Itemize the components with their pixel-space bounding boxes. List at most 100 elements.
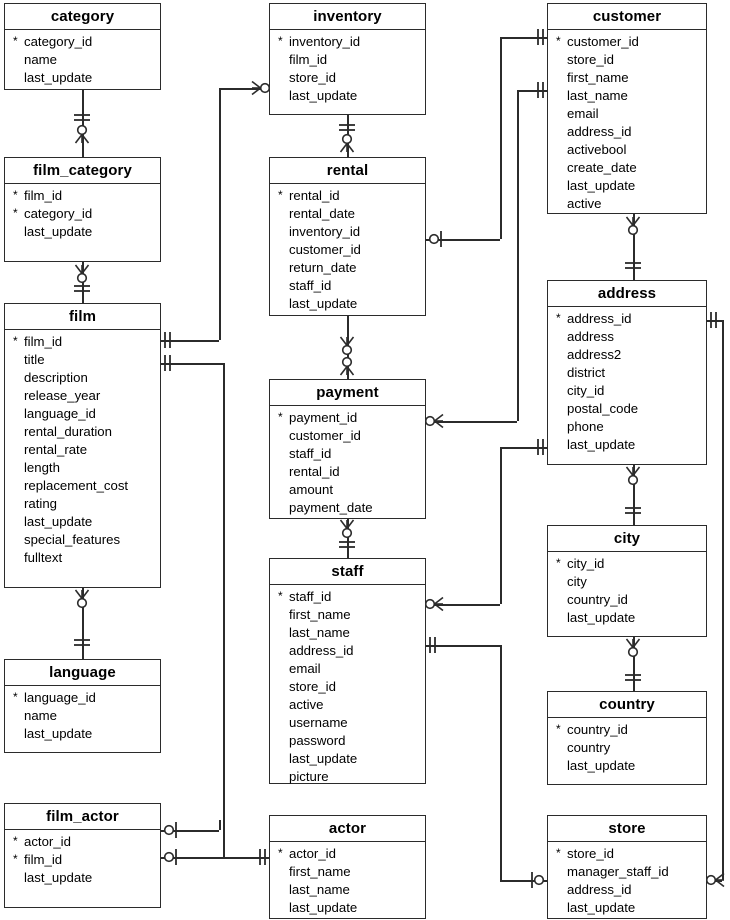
primary-key-star-icon: *	[556, 311, 561, 325]
primary-key-star-icon: *	[278, 188, 283, 202]
attribute-label: replacement_cost	[24, 478, 129, 493]
attribute-label: activebool	[567, 142, 627, 157]
connector-line-vertical	[633, 214, 635, 280]
attribute-last_name: last_name	[270, 624, 425, 642]
attribute-address2: address2	[548, 346, 706, 364]
attribute-description: description	[5, 369, 160, 387]
attribute-email: email	[270, 660, 425, 678]
attribute-amount: amount	[270, 481, 425, 499]
attribute-label: last_name	[567, 88, 628, 103]
attribute-label: last_update	[289, 900, 358, 915]
attribute-label: category_id	[24, 206, 93, 221]
attribute-label: description	[24, 370, 88, 385]
cardinality-one-city-address	[618, 499, 648, 529]
attribute-picture: picture	[270, 768, 425, 786]
cardinality-zero-many-address-city	[618, 459, 648, 489]
attribute-label: store_id	[567, 846, 614, 861]
primary-key-star-icon: *	[13, 34, 18, 48]
attribute-pk-film_id: *film_id	[5, 851, 160, 869]
attribute-label: store_id	[567, 52, 614, 67]
cardinality-zero-many-customer-address	[618, 209, 648, 239]
attribute-label: language_id	[24, 690, 96, 705]
entity-title-rental: rental	[270, 158, 425, 184]
attribute-label: last_update	[24, 870, 93, 885]
cardinality-zero-many-payment-rental	[332, 353, 362, 383]
primary-key-star-icon: *	[556, 34, 561, 48]
connector-film-filmactor-h1	[161, 363, 223, 365]
entity-title-inventory: inventory	[270, 4, 425, 30]
connector-address-store-h1	[707, 320, 722, 322]
connector-line-vertical	[633, 637, 635, 691]
attribute-label: fulltext	[24, 550, 63, 565]
attribute-pk-actor_id: *actor_id	[270, 845, 425, 863]
attribute-label: active	[289, 697, 324, 712]
connector-film-filmactor-h2	[161, 857, 223, 859]
attribute-pk-staff_id: *staff_id	[270, 588, 425, 606]
attribute-label: last_update	[567, 758, 636, 773]
attribute-pk-film_id: *film_id	[5, 333, 160, 351]
attribute-replacement_cost: replacement_cost	[5, 477, 160, 495]
cardinality-zero-many-film-language	[67, 582, 97, 612]
attribute-label: actor_id	[24, 834, 71, 849]
attribute-label: last_update	[289, 296, 358, 311]
attribute-label: rental_date	[289, 206, 355, 221]
attribute-last_update: last_update	[5, 513, 160, 531]
attribute-last_name: last_name	[270, 881, 425, 899]
connector-film-filmactor-v	[223, 363, 225, 857]
entity-title-film_category: film_category	[5, 158, 160, 184]
attribute-label: release_year	[24, 388, 101, 403]
attribute-label: email	[567, 106, 599, 121]
cardinality-zero-one-store-staff	[522, 865, 552, 895]
cardinality-one-staff-payment	[332, 533, 362, 563]
connector-line-vertical	[347, 519, 349, 558]
cardinality-one-country-city	[618, 666, 648, 696]
entity-title-film_actor: film_actor	[5, 804, 160, 830]
cardinality-one-language-film	[67, 631, 97, 661]
attribute-payment_date: payment_date	[270, 499, 425, 517]
attribute-label: actor_id	[289, 846, 336, 861]
entity-title-payment: payment	[270, 380, 425, 406]
attribute-inventory_id: inventory_id	[270, 223, 425, 241]
attribute-label: last_update	[567, 178, 636, 193]
primary-key-star-icon: *	[556, 722, 561, 736]
attribute-address_id: address_id	[270, 642, 425, 660]
attribute-label: payment_id	[289, 410, 358, 425]
attribute-customer_id: customer_id	[270, 427, 425, 445]
cardinality-zero-many-rental-payment	[332, 329, 362, 359]
cardinality-one-address-store	[702, 305, 730, 335]
primary-key-star-icon: *	[13, 834, 18, 848]
attribute-label: rental_id	[289, 188, 340, 203]
attribute-label: last_update	[24, 70, 93, 85]
cardinality-one-staff-store	[421, 630, 451, 660]
attribute-label: inventory_id	[289, 34, 361, 49]
attribute-district: district	[548, 364, 706, 382]
attribute-last_update: last_update	[548, 757, 706, 775]
cardinality-zero-many-filmcategory-film	[67, 257, 97, 287]
attribute-label: active	[567, 196, 602, 211]
attribute-password: password	[270, 732, 425, 750]
attribute-pk-category_id: *category_id	[5, 33, 160, 51]
connector-rental-customer-v	[500, 37, 502, 239]
attribute-label: rental_rate	[24, 442, 88, 457]
attribute-label: last_update	[567, 900, 636, 915]
